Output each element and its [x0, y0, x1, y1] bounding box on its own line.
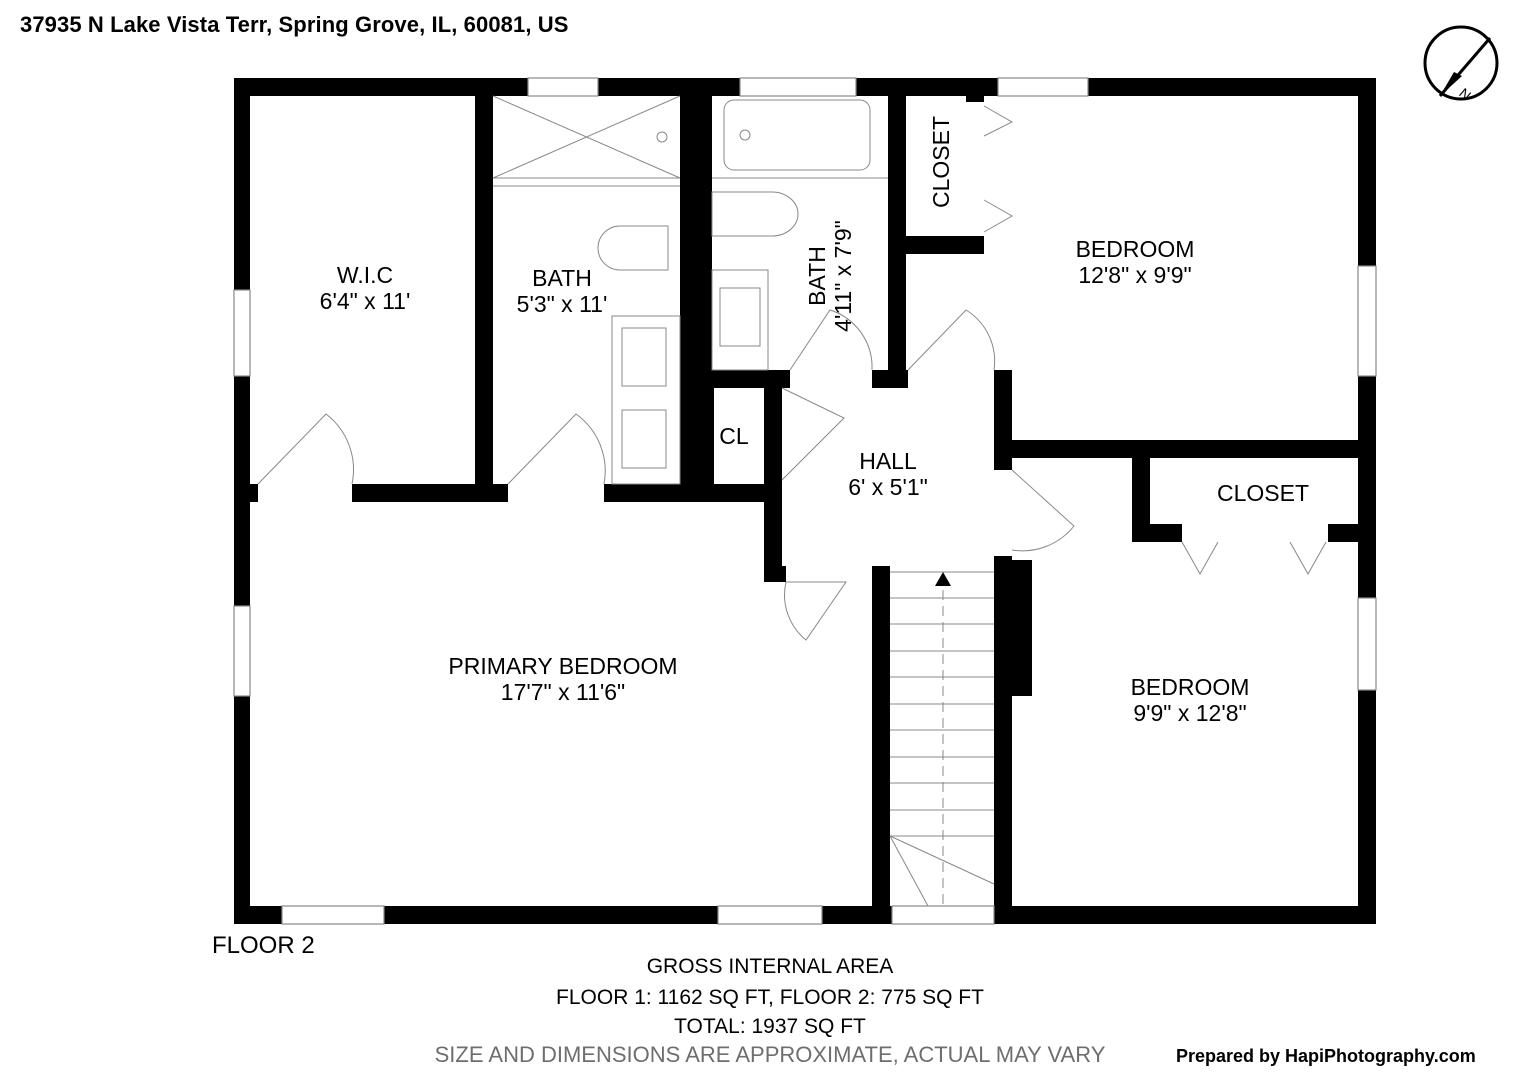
room-dims: 5'3" x 11': [516, 291, 608, 317]
credit-text: Prepared by HapiPhotography.com: [1176, 1046, 1476, 1066]
room-dims: 6'4" x 11': [319, 288, 411, 314]
walls: [234, 78, 1376, 924]
area-title: GROSS INTERNAL AREA: [646, 955, 894, 978]
room-bath-primary: BATH 5'3" x 11': [500, 265, 624, 317]
room-name: HALL: [859, 448, 917, 474]
room-dims: 17'7" x 11'6": [500, 679, 626, 705]
windows: [233, 77, 1377, 925]
floor-label: FLOOR 2: [212, 932, 315, 959]
room-wic: W.I.C 6'4" x 11': [310, 262, 420, 314]
room-dims: 9'9" x 12'8": [1133, 700, 1247, 726]
room-dims: 12'8" x 9'9": [1078, 262, 1192, 288]
room-bath-hall: BATH 4'11" x 7'9": [804, 214, 856, 338]
disclaimer: SIZE AND DIMENSIONS ARE APPROXIMATE, ACT…: [434, 1042, 1106, 1067]
room-bedroom-1: BEDROOM 12'8" x 9'9": [1060, 236, 1210, 288]
room-name: BEDROOM: [1075, 236, 1195, 262]
room-primary-bedroom: PRIMARY BEDROOM 17'7" x 11'6": [420, 653, 706, 705]
room-hall: HALL 6' x 5'1": [830, 448, 946, 500]
area-total: TOTAL: 1937 SQ FT: [674, 1015, 866, 1038]
room-closet-1: CLOSET: [928, 116, 954, 208]
north-arrow-compass-icon: N: [1423, 25, 1499, 102]
room-name: CLOSET: [928, 115, 954, 208]
room-dims: 4'11" x 7'9": [830, 220, 856, 332]
room-name: BEDROOM: [1130, 674, 1250, 700]
room-closet-2: CLOSET: [1198, 480, 1328, 506]
room-cl: CL: [712, 423, 756, 449]
room-name: BATH: [532, 265, 592, 291]
area-floors: FLOOR 1: 1162 SQ FT, FLOOR 2: 775 SQ FT: [556, 986, 984, 1009]
room-bedroom-2: BEDROOM 9'9" x 12'8": [1110, 674, 1270, 726]
room-name: CL: [719, 423, 749, 449]
room-dims: 6' x 5'1": [848, 474, 928, 500]
staircase: [889, 571, 995, 907]
room-name: BATH: [804, 246, 830, 306]
room-name: CLOSET: [1216, 480, 1310, 506]
stair-direction-arrow-icon: [935, 572, 951, 586]
room-name: W.I.C: [336, 262, 394, 288]
room-name: PRIMARY BEDROOM: [448, 653, 678, 679]
fixtures: [257, 95, 1327, 907]
property-address: 37935 N Lake Vista Terr, Spring Grove, I…: [20, 12, 569, 37]
